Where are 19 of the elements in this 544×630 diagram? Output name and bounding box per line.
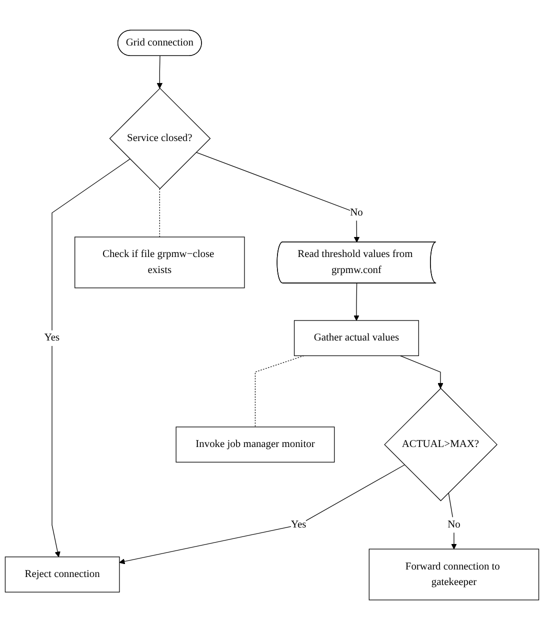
arrow (119, 464, 405, 564)
node-box: Gather actual values (294, 320, 419, 356)
connector (159, 188, 160, 238)
arrow (52, 158, 130, 558)
arrow (400, 355, 444, 389)
edge-label: No (448, 518, 460, 530)
node-box: Invoke job manager monitor (176, 426, 335, 462)
arrow (354, 282, 360, 321)
node-box: Forward connection to gatekeeper (368, 548, 540, 600)
edge-label: Yes (290, 518, 306, 530)
node-box: Reject connection (4, 556, 120, 592)
node-box: Check if file grpmw−close exists (74, 236, 245, 288)
node-diamond: Service closed? (109, 88, 211, 190)
arrow (156, 56, 163, 88)
node-diamond: ACTUAL>MAX? (384, 388, 498, 502)
edge-label: Yes (44, 332, 60, 344)
edge-label: No (350, 206, 363, 218)
connector (254, 355, 304, 428)
arrow (196, 152, 360, 242)
